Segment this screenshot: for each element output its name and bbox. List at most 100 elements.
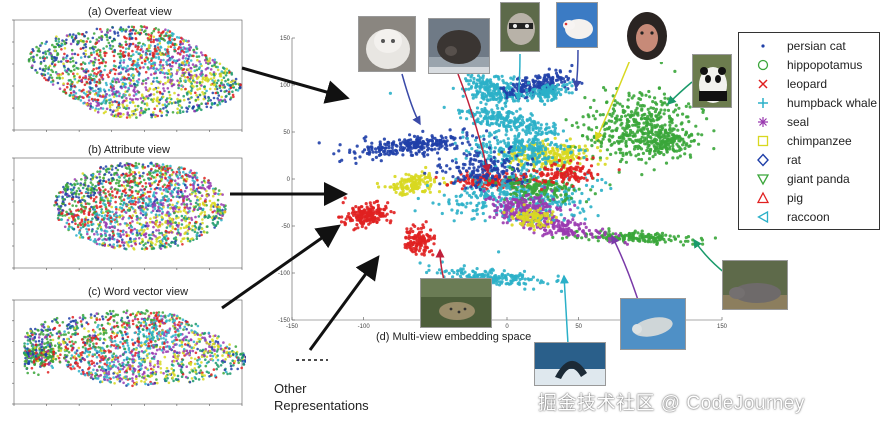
point xyxy=(435,138,439,142)
point xyxy=(114,166,118,170)
point xyxy=(175,214,178,218)
point xyxy=(122,344,125,348)
point xyxy=(136,318,140,321)
point xyxy=(173,179,177,182)
point xyxy=(170,179,173,183)
point xyxy=(78,231,81,235)
point xyxy=(157,229,161,232)
point xyxy=(164,171,167,175)
point xyxy=(96,325,99,329)
point xyxy=(82,88,85,92)
point xyxy=(213,345,216,349)
point xyxy=(179,210,182,213)
point xyxy=(444,136,448,140)
point xyxy=(176,228,180,231)
point xyxy=(98,179,102,183)
point xyxy=(188,349,192,353)
point xyxy=(186,343,190,347)
point xyxy=(88,55,91,58)
point xyxy=(175,202,179,205)
point xyxy=(116,108,119,112)
point xyxy=(57,341,61,345)
point xyxy=(158,34,162,38)
point xyxy=(211,354,215,358)
point xyxy=(157,86,160,90)
point xyxy=(165,234,168,238)
point xyxy=(157,68,160,72)
point xyxy=(182,216,186,220)
point xyxy=(198,371,201,375)
point xyxy=(137,41,140,45)
point xyxy=(107,88,111,92)
point xyxy=(95,349,99,353)
point xyxy=(37,373,40,376)
point xyxy=(146,190,150,194)
point xyxy=(187,323,190,327)
point xyxy=(116,378,119,381)
point xyxy=(228,343,231,346)
point xyxy=(205,56,208,59)
point xyxy=(165,319,168,322)
point xyxy=(158,166,161,170)
point xyxy=(172,334,175,338)
point xyxy=(125,241,128,244)
point xyxy=(153,204,157,207)
point xyxy=(108,226,111,229)
point xyxy=(64,187,67,191)
point xyxy=(183,75,187,79)
point xyxy=(178,53,182,56)
point xyxy=(144,97,147,100)
point xyxy=(144,235,148,239)
point xyxy=(138,174,142,178)
point xyxy=(143,102,147,106)
point xyxy=(62,40,66,43)
point xyxy=(84,70,88,74)
point xyxy=(159,362,162,366)
point xyxy=(127,54,130,57)
point xyxy=(187,227,191,230)
point xyxy=(117,181,120,185)
point xyxy=(152,311,156,315)
point xyxy=(190,192,193,196)
point xyxy=(70,340,74,343)
point xyxy=(130,244,133,248)
point xyxy=(229,80,233,84)
point xyxy=(219,212,222,215)
point xyxy=(201,221,204,225)
point xyxy=(172,313,176,317)
point xyxy=(175,72,178,76)
point xyxy=(49,331,52,335)
point xyxy=(216,68,220,72)
point xyxy=(95,80,99,84)
point xyxy=(93,109,97,112)
point xyxy=(81,351,84,354)
point xyxy=(231,359,234,362)
point xyxy=(165,113,168,117)
point xyxy=(99,74,103,77)
point xyxy=(199,369,203,372)
point xyxy=(242,363,246,366)
point xyxy=(165,63,169,66)
point xyxy=(110,358,114,362)
point xyxy=(120,316,124,320)
point xyxy=(161,92,164,96)
point xyxy=(126,367,129,370)
point xyxy=(164,176,167,180)
point xyxy=(87,95,91,99)
point xyxy=(163,333,166,337)
point xyxy=(137,197,141,201)
point xyxy=(132,79,135,82)
point xyxy=(132,202,135,206)
point xyxy=(93,80,97,84)
point xyxy=(65,56,68,59)
point xyxy=(100,323,104,327)
point xyxy=(188,48,191,52)
point xyxy=(211,348,214,351)
point xyxy=(121,320,124,323)
point xyxy=(144,382,147,386)
point xyxy=(28,57,31,61)
point xyxy=(159,240,163,243)
point xyxy=(193,362,197,366)
point xyxy=(131,196,135,199)
point xyxy=(160,215,163,219)
